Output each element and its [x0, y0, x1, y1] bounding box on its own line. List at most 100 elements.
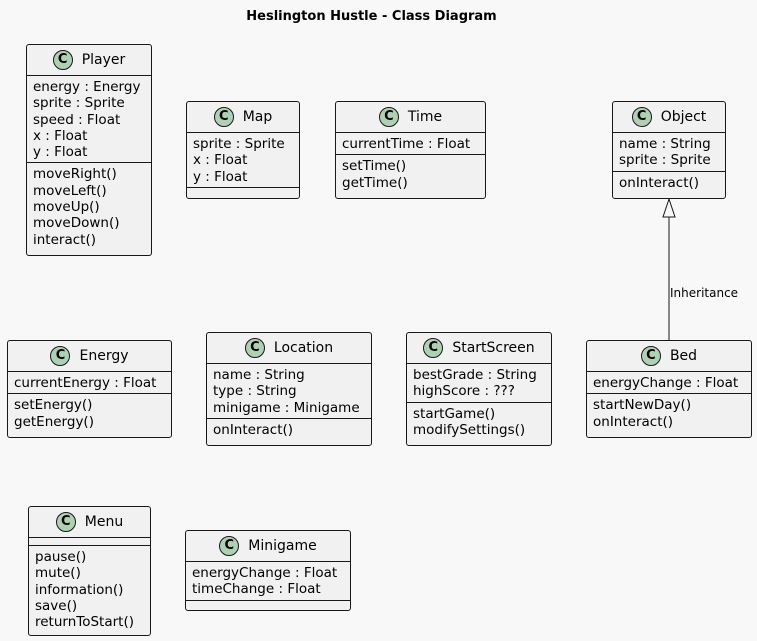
methods-section: setEnergy() getEnergy() — [8, 393, 171, 432]
class-map[interactable]: C Map sprite : Sprite x : Float y : Floa… — [186, 101, 300, 199]
methods-section — [186, 599, 350, 608]
method: mute() — [35, 565, 81, 582]
class-header: C Time — [336, 102, 485, 133]
class-name: Object — [660, 108, 707, 125]
fields-section: bestGrade : String highScore : ??? — [407, 364, 551, 402]
class-c-icon: C — [640, 346, 661, 366]
class-name: Minigame — [248, 537, 317, 554]
method: onInteract() — [593, 413, 674, 430]
fields-section: name : String sprite : Sprite — [613, 133, 725, 171]
field: highScore : ??? — [413, 383, 515, 400]
class-header: C Object — [613, 102, 725, 133]
class-name: Map — [242, 108, 273, 125]
method: setEnergy() — [14, 397, 93, 414]
methods-section: onInteract() — [613, 170, 725, 193]
class-header: C Location — [207, 333, 371, 364]
field: energyChange : Float — [192, 565, 338, 581]
methods-section: moveRight() moveLeft() moveUp() moveDown… — [27, 162, 151, 249]
class-c-icon: C — [244, 338, 265, 358]
field: timeChange : Float — [192, 581, 321, 598]
field: speed : Float — [33, 111, 121, 128]
field: sprite : Sprite — [619, 152, 711, 169]
fields-section: currentTime : Float — [336, 133, 485, 154]
methods-section: startGame() modifySettings() — [407, 401, 551, 441]
fields-section: energy : Energy sprite : Sprite speed : … — [27, 76, 151, 162]
class-c-icon: C — [423, 338, 444, 358]
methods-section — [187, 186, 299, 195]
class-header: C StartScreen — [407, 333, 551, 364]
fields-section: energyChange : Float timeChange : Float — [186, 562, 350, 600]
class-time[interactable]: C Time currentTime : Float setTime() get… — [335, 101, 486, 199]
class-bed[interactable]: C Bed energyChange : Float startNewDay()… — [586, 340, 752, 438]
class-location[interactable]: C Location name : String type : String m… — [206, 332, 372, 446]
method: onInteract() — [213, 421, 294, 438]
method: returnToStart() — [35, 614, 135, 631]
method: moveDown() — [33, 215, 120, 232]
fields-section: energyChange : Float — [587, 372, 751, 393]
method: moveLeft() — [33, 182, 107, 199]
methods-section: onInteract() — [207, 417, 371, 440]
methods-section: pause() mute() information() save() retu… — [29, 545, 150, 632]
class-c-icon: C — [52, 50, 73, 70]
field: y : Float — [193, 168, 248, 185]
class-c-icon: C — [631, 107, 652, 127]
class-header: C Minigame — [186, 531, 350, 562]
class-c-icon: C — [213, 107, 234, 127]
methods-section: setTime() getTime() — [336, 154, 485, 193]
field: energy : Energy — [33, 79, 141, 95]
class-energy[interactable]: C Energy currentEnergy : Float setEnergy… — [7, 340, 172, 438]
class-c-icon: C — [55, 512, 76, 532]
method: information() — [35, 581, 124, 598]
method: setTime() — [342, 158, 407, 175]
class-c-icon: C — [50, 346, 71, 366]
method: moveUp() — [33, 199, 100, 216]
methods-section: startNewDay() onInteract() — [587, 393, 751, 432]
field: energyChange : Float — [593, 375, 739, 391]
class-c-icon: C — [378, 107, 399, 127]
field: y : Float — [33, 144, 88, 161]
method: startGame() — [413, 405, 496, 422]
class-header: C Player — [27, 45, 151, 76]
fields-section: currentEnergy : Float — [8, 372, 171, 393]
method: modifySettings() — [413, 421, 526, 438]
class-name: Energy — [79, 347, 129, 364]
fields-section: name : String type : String minigame : M… — [207, 364, 371, 418]
class-header: C Energy — [8, 341, 171, 372]
class-header: C Menu — [29, 507, 150, 538]
method: interact() — [33, 231, 96, 248]
field: sprite : Sprite — [193, 136, 285, 152]
field: x : Float — [33, 127, 88, 144]
method: save() — [35, 597, 78, 614]
method: pause() — [35, 549, 87, 565]
class-object[interactable]: C Object name : String sprite : Sprite o… — [612, 101, 726, 199]
field: currentTime : Float — [342, 136, 471, 152]
class-c-icon: C — [219, 536, 240, 556]
class-minigame[interactable]: C Minigame energyChange : Float timeChan… — [185, 530, 351, 611]
inheritance-label: Inheritance — [670, 286, 739, 300]
class-player[interactable]: C Player energy : Energy sprite : Sprite… — [26, 44, 152, 256]
class-name: StartScreen — [452, 339, 535, 356]
class-header: C Bed — [587, 341, 751, 372]
class-name: Bed — [669, 347, 698, 364]
field: name : String — [213, 367, 305, 383]
class-name: Time — [407, 108, 443, 125]
fields-section — [29, 538, 150, 545]
method: onInteract() — [619, 174, 700, 191]
field: x : Float — [193, 152, 248, 169]
field: name : String — [619, 136, 711, 152]
diagram-title: Heslington Hustle - Class Diagram — [246, 9, 497, 24]
class-header: C Map — [187, 102, 299, 133]
method: startNewDay() — [593, 397, 692, 414]
class-name: Location — [273, 339, 334, 356]
field: currentEnergy : Float — [14, 375, 157, 391]
class-menu[interactable]: C Menu pause() mute() information() save… — [28, 506, 151, 636]
field: bestGrade : String — [413, 367, 537, 383]
method: getEnergy() — [14, 413, 94, 430]
field: type : String — [213, 383, 297, 400]
method: getTime() — [342, 174, 408, 191]
class-name: Menu — [84, 513, 124, 530]
class-startscreen[interactable]: C StartScreen bestGrade : String highSco… — [406, 332, 552, 446]
field: minigame : Minigame — [213, 399, 360, 416]
inheritance-arrowhead — [662, 197, 676, 218]
